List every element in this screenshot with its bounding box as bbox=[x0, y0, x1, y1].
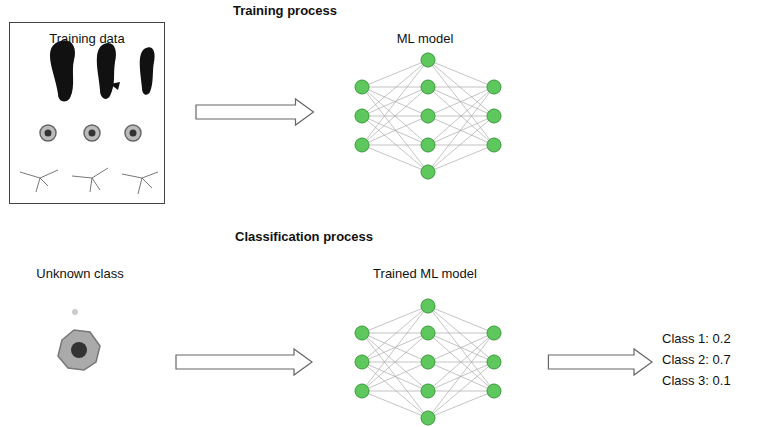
flower-images bbox=[40, 125, 141, 141]
neuron bbox=[421, 384, 435, 398]
network bbox=[355, 53, 501, 179]
neuron bbox=[355, 109, 369, 123]
unknown-image bbox=[58, 309, 100, 370]
neuron bbox=[421, 165, 435, 179]
training-data-box: Training data bbox=[9, 22, 165, 204]
section-heading: Classification process bbox=[235, 229, 373, 245]
block-arrow bbox=[548, 349, 652, 375]
neuron bbox=[355, 384, 369, 398]
neuron bbox=[355, 138, 369, 152]
neuron bbox=[355, 326, 369, 340]
network-graphs bbox=[355, 53, 501, 425]
neuron bbox=[487, 326, 501, 340]
section-heading: Training process bbox=[233, 3, 337, 19]
node-text: Unknown class bbox=[15, 266, 145, 282]
unknown-sample: Unknown class bbox=[15, 266, 145, 388]
neuron bbox=[487, 80, 501, 94]
trained-model-group: Trained ML model bbox=[330, 266, 520, 424]
node-text: Class 2: 0.7 bbox=[662, 349, 739, 370]
node-text: ML model bbox=[330, 31, 520, 47]
neuron bbox=[487, 384, 501, 398]
class-output: Class 1: 0.2Class 2: 0.7Class 3: 0.1 bbox=[662, 328, 739, 395]
block-arrow bbox=[196, 99, 314, 125]
neuron bbox=[355, 355, 369, 369]
node-text: Trained ML model bbox=[330, 266, 520, 282]
neuron bbox=[421, 53, 435, 67]
seed-images bbox=[50, 40, 155, 101]
neuron bbox=[487, 355, 501, 369]
network bbox=[355, 299, 501, 425]
neuron bbox=[421, 299, 435, 313]
neuron bbox=[421, 80, 435, 94]
neuron bbox=[421, 138, 435, 152]
block-arrow bbox=[176, 349, 312, 375]
neuron bbox=[421, 411, 435, 425]
spore-images bbox=[20, 168, 158, 194]
neuron bbox=[355, 80, 369, 94]
neuron bbox=[421, 355, 435, 369]
node-text: Training data bbox=[10, 31, 164, 47]
neuron bbox=[421, 109, 435, 123]
neuron bbox=[421, 326, 435, 340]
node-text: Class 1: 0.2 bbox=[662, 328, 739, 349]
node-text: Class 3: 0.1 bbox=[662, 370, 739, 391]
neuron bbox=[487, 138, 501, 152]
model-group: ML model bbox=[330, 30, 520, 182]
neuron bbox=[487, 109, 501, 123]
